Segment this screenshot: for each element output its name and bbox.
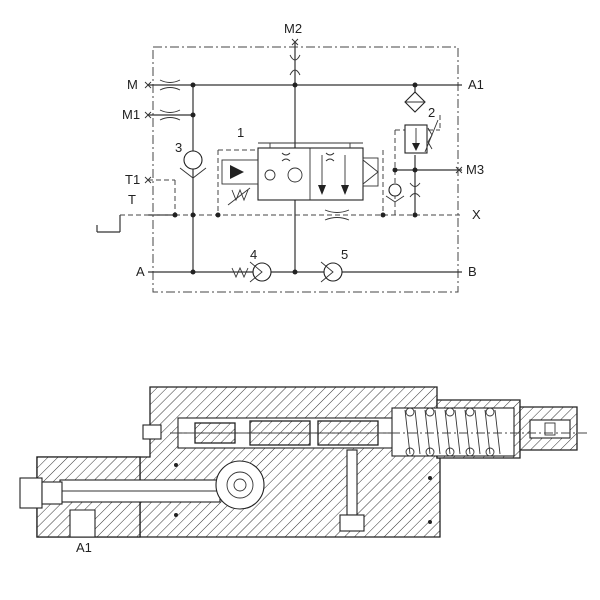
port-label-b: B (468, 264, 477, 279)
sectional-view: A1 (19, 386, 590, 555)
port-label-a: A (136, 264, 145, 279)
orifice-m (159, 79, 181, 91)
port-label-t: T (128, 192, 136, 207)
component-label-2: 2 (428, 105, 435, 120)
component-label-3: 3 (175, 140, 182, 155)
spring-coils (404, 407, 501, 457)
section-port-label-a1: A1 (76, 540, 92, 555)
check-valve-3 (179, 150, 207, 179)
check-valve-4 (231, 261, 272, 283)
port-label-m3: M3 (466, 162, 484, 177)
cross-marks (144, 38, 463, 184)
port-label-m: M (127, 77, 138, 92)
component-label-1: 1 (237, 125, 244, 140)
junctions (172, 82, 418, 275)
port-label-t1: T1 (125, 172, 140, 187)
check-valve-5 (320, 261, 343, 283)
hydraulic-schematic: M2 M M1 A1 M3 T1 T X A B 1 2 3 4 5 (96, 21, 484, 293)
valve-2 (404, 91, 439, 154)
orifice-m3 (409, 182, 421, 198)
port-label-m2: M2 (284, 21, 302, 36)
port-label-a1: A1 (468, 77, 484, 92)
component-label-4: 4 (250, 247, 257, 262)
check-valve-m3 (385, 183, 405, 203)
port-label-x: X (472, 207, 481, 222)
valve-1 (221, 142, 379, 206)
orifice-m2 (289, 54, 301, 76)
port-label-m1: M1 (122, 107, 140, 122)
component-label-5: 5 (341, 247, 348, 262)
orifice-x (324, 209, 350, 221)
orifice-m1 (159, 109, 181, 121)
